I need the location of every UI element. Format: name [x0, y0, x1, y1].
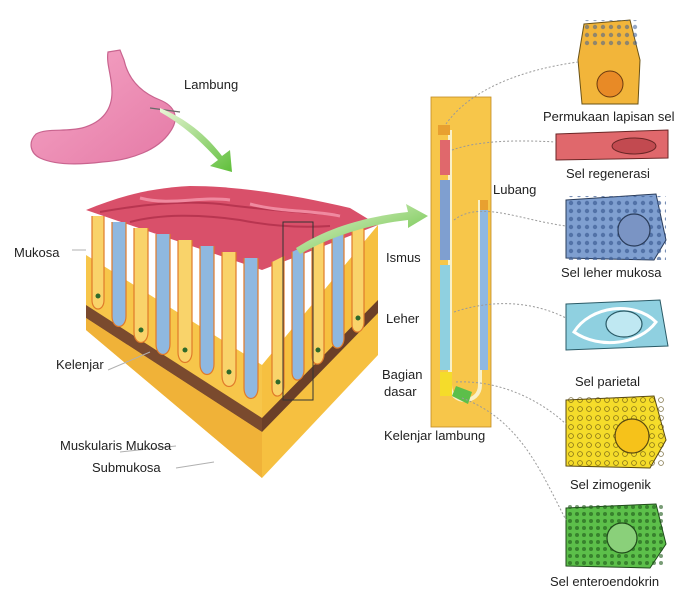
label-mukosa: Mukosa: [14, 246, 60, 261]
cell-zimogenik-icon: [566, 396, 666, 468]
label-bagian: Bagian: [382, 368, 422, 383]
cell-leher-mukosa-icon: [566, 194, 666, 260]
label-sel-regenerasi: Sel regenerasi: [566, 167, 650, 182]
label-sel-leher-mukosa: Sel leher mukosa: [561, 266, 661, 281]
cell-parietal-icon: [566, 300, 668, 350]
label-kelenjar: Kelenjar: [56, 358, 104, 373]
label-kelenjar-lambung: Kelenjar lambung: [384, 429, 485, 444]
label-submukosa: Submukosa: [92, 461, 161, 476]
stomach-illustration: [31, 50, 180, 164]
label-muskularis: Muskularis Mukosa: [60, 439, 171, 454]
label-leher: Leher: [386, 312, 419, 327]
label-lambung: Lambung: [184, 78, 238, 93]
label-dasar: dasar: [384, 385, 417, 400]
label-sel-parietal: Sel parietal: [575, 375, 640, 390]
label-lubang: Lubang: [493, 183, 536, 198]
label-sel-enteroendokrin: Sel enteroendokrin: [550, 575, 659, 590]
cell-enteroendokrin-icon: [566, 504, 666, 568]
gastric-gland-detail: [431, 97, 491, 427]
label-permukaan-lapisan-sel: Permukaan lapisan sel: [543, 110, 675, 125]
label-ismus: Ismus: [386, 251, 421, 266]
label-sel-zimogenik: Sel zimogenik: [570, 478, 651, 493]
cell-permukaan-icon: [578, 20, 640, 104]
arrow-stomach-to-block: [160, 108, 232, 172]
cell-regenerasi-icon: [556, 130, 668, 160]
